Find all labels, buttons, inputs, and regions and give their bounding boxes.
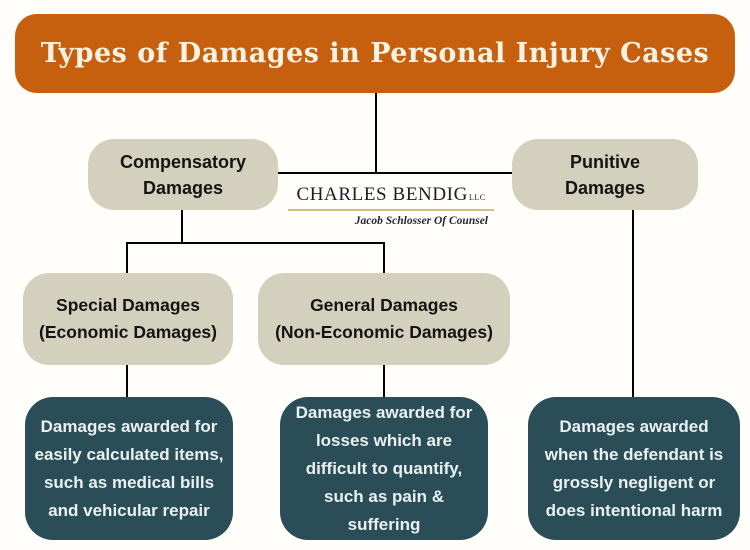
desc-general-damages: Damages awarded for losses which are dif… <box>280 397 488 540</box>
node-compensatory-damages: Compensatory Damages <box>88 139 278 210</box>
desc-special-damages: Damages awarded for easily calculated it… <box>25 397 233 540</box>
connector-special-general <box>126 242 385 244</box>
connector-punitive-desc <box>632 210 634 397</box>
node-label-line: General Damages <box>310 295 458 315</box>
connector-general-desc <box>383 365 385 397</box>
desc-text: Damages awarded for easily calculated it… <box>34 416 224 520</box>
desc-text: Damages awarded for losses which are dif… <box>295 402 473 534</box>
node-label-line: Compensatory <box>119 151 247 172</box>
page-title: Types of Damages in Personal Injury Case… <box>40 38 710 69</box>
logo-llc-suffix: LLC <box>468 193 486 202</box>
logo-gold-rule <box>288 209 494 211</box>
node-label-line: Damages <box>564 177 646 198</box>
title-banner: Types of Damages in Personal Injury Case… <box>15 14 735 93</box>
logo-name-text: CHARLES BENDIG <box>296 184 468 205</box>
node-label-line: Punitive <box>569 151 640 172</box>
connector-compensatory-down <box>181 210 183 244</box>
node-punitive-damages: Punitive Damages <box>512 139 698 210</box>
node-label-line: Damages <box>142 177 224 198</box>
connector-special-desc <box>126 365 128 397</box>
node-label-line: Special Damages <box>56 295 200 315</box>
connector-banner-down <box>375 93 377 173</box>
connector-general-top <box>383 244 385 274</box>
logo-firm-name: CHARLES BENDIGLLC <box>288 184 494 206</box>
charles-bendig-logo: CHARLES BENDIGLLC Jacob Schlosser Of Cou… <box>288 184 494 227</box>
desc-punitive-damages: Damages awarded when the defendant is gr… <box>528 397 740 540</box>
node-general-damages: General Damages (Non-Economic Damages) <box>258 273 510 365</box>
connector-compensatory-punitive <box>277 172 514 174</box>
node-label-line: (Economic Damages) <box>39 322 217 342</box>
logo-tagline: Jacob Schlosser Of Counsel <box>354 215 488 227</box>
desc-text: Damages awarded when the defendant is gr… <box>544 416 724 520</box>
node-special-damages: Special Damages (Economic Damages) <box>23 273 233 365</box>
connector-special-top <box>126 244 128 274</box>
node-label-line: (Non-Economic Damages) <box>275 322 493 342</box>
